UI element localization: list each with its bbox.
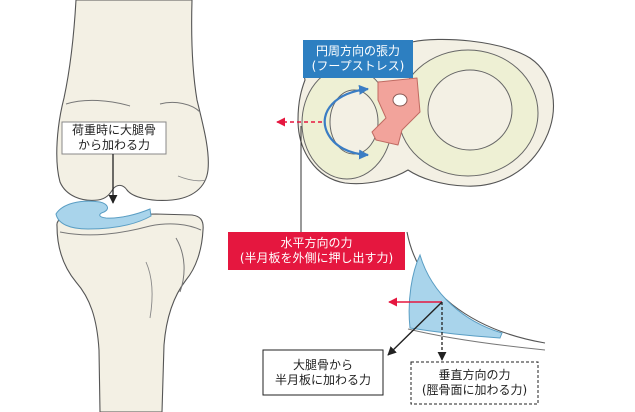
intercondylar-area [371, 77, 421, 146]
tibial-surface-line [407, 328, 546, 351]
femur-load-label-line2: から加わる力 [77, 138, 150, 152]
femur-contour-line [159, 101, 201, 113]
femur-to-meniscus-label-line2: 半月板に加わる力 [274, 372, 371, 387]
vertical-force-label-line2: (脛骨面に加わる力) [421, 383, 528, 397]
femur-condyle-line [177, 175, 207, 182]
femoral-condyle-curve [406, 231, 546, 344]
tibial-plateau-top-view [276, 38, 554, 232]
femur-to-meniscus-label-line1: 大腿骨から [292, 357, 353, 372]
horizontal-force-label-line1: 水平方向の力 [280, 236, 353, 250]
fibula-head-line [175, 237, 185, 293]
hoop-stress-label-line1: 円周方向の張力 [315, 44, 400, 58]
hoop-stress-label-box [303, 40, 413, 78]
meniscus-wedge [408, 253, 503, 339]
femur-load-label-line1: 荷重時に大腿骨 [71, 123, 156, 137]
meniscus-frontal [55, 200, 152, 230]
femur-bone [56, 0, 209, 201]
hoop-stress-label: 円周方向の張力 (フープストレス) [303, 40, 413, 78]
tibial-plateau-rim [59, 223, 202, 236]
femur-force-arrow [387, 301, 443, 356]
tibial-tubercle-line [145, 261, 153, 319]
horizontal-force-label-box [228, 232, 405, 270]
femur-to-meniscus-label-box [262, 349, 384, 396]
femur-contour-line [65, 99, 131, 107]
horizontal-force-label-line2: (半月板を外側に押し出す力) [239, 251, 394, 265]
femur-to-meniscus-label: 大腿骨から 半月板に加わる力 [263, 350, 383, 395]
vertical-force-label-line1: 垂直方向の力 [438, 368, 511, 382]
horizontal-force-label: 水平方向の力 (半月板を外側に押し出す力) [228, 232, 405, 270]
meniscus-cross-section [262, 231, 546, 405]
tibia-bone [56, 213, 204, 412]
ligament-attachment-oval [392, 93, 408, 107]
hoop-stress-label-line2: (フープストレス) [311, 59, 405, 73]
vertical-force-label-box [410, 361, 539, 405]
femur-load-label-box [61, 121, 167, 155]
lateral-meniscus-top-view [397, 49, 539, 177]
femur-load-label: 荷重時に大腿骨 から加わる力 [62, 122, 166, 154]
vertical-force-label: 垂直方向の力 (脛骨面に加わる力) [411, 362, 538, 404]
frontal-knee-illustration [55, 0, 209, 412]
hoop-stress-arrow [323, 84, 369, 160]
